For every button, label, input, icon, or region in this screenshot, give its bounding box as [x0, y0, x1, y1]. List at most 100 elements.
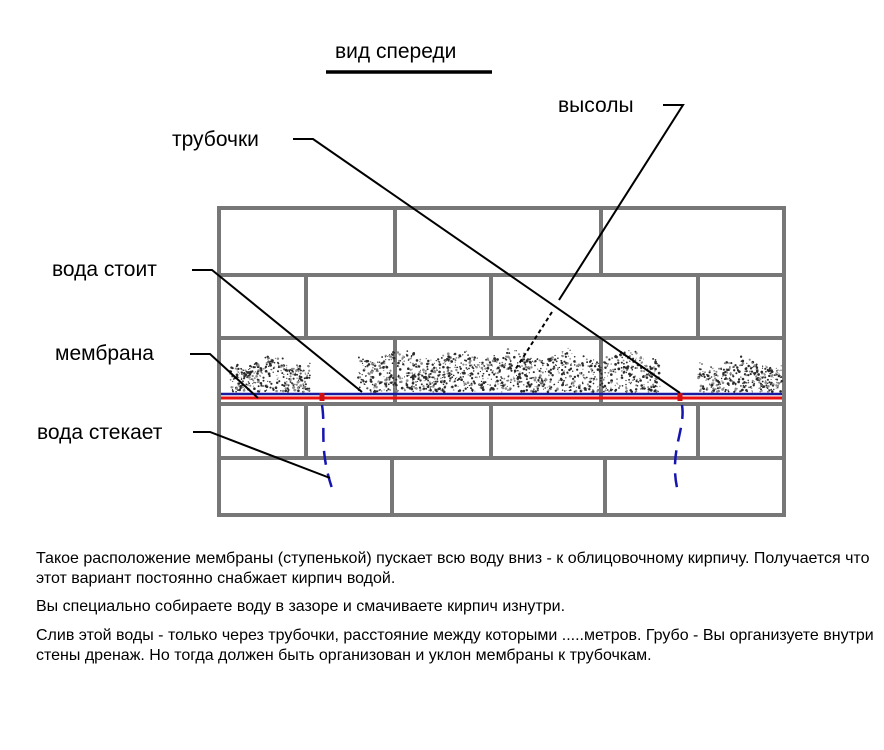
- efflorescence-speck: [230, 386, 233, 389]
- efflorescence-speck: [442, 373, 445, 376]
- efflorescence-speck: [376, 369, 378, 371]
- efflorescence-speck: [384, 356, 386, 358]
- efflorescence-speck: [358, 386, 361, 389]
- efflorescence-speck: [600, 364, 602, 366]
- note-paragraph: Слив этой воды - только через трубочки, …: [36, 627, 874, 664]
- efflorescence-speck: [539, 370, 542, 373]
- efflorescence-speck: [431, 363, 434, 366]
- efflorescence-speck: [523, 361, 526, 364]
- efflorescence-speck: [753, 381, 755, 383]
- efflorescence-speck: [277, 377, 279, 379]
- efflorescence-speck: [659, 385, 661, 388]
- efflorescence-speck: [609, 369, 612, 372]
- efflorescence-speck: [471, 364, 473, 366]
- efflorescence-speck: [543, 383, 546, 386]
- efflorescence-speck: [407, 359, 410, 361]
- efflorescence-speck: [253, 366, 256, 369]
- efflorescence-speck: [578, 385, 580, 388]
- efflorescence-speck: [652, 383, 655, 386]
- efflorescence-speck: [474, 376, 477, 378]
- efflorescence-speck: [291, 373, 293, 375]
- efflorescence-speck: [424, 369, 427, 372]
- efflorescence-speck: [710, 383, 714, 387]
- efflorescence-speck: [369, 370, 373, 374]
- efflorescence-speck: [655, 390, 658, 393]
- efflorescence-speck: [618, 387, 620, 389]
- efflorescence-speck: [278, 380, 281, 383]
- efflorescence-speck: [538, 359, 541, 362]
- efflorescence-speck: [292, 384, 295, 387]
- efflorescence-speck: [775, 378, 777, 380]
- efflorescence-speck: [499, 379, 502, 382]
- efflorescence-speck: [234, 367, 237, 370]
- efflorescence-speck: [296, 364, 298, 366]
- efflorescence-speck: [415, 363, 417, 365]
- efflorescence-speck: [601, 364, 603, 366]
- efflorescence-speck: [299, 381, 301, 383]
- efflorescence-speck: [259, 382, 263, 385]
- efflorescence-speck: [245, 383, 248, 386]
- efflorescence-speck: [521, 365, 523, 367]
- efflorescence-speck: [630, 366, 633, 369]
- efflorescence-speck: [578, 372, 582, 375]
- efflorescence-speck: [450, 360, 454, 363]
- efflorescence-speck: [403, 356, 405, 358]
- efflorescence-speck: [635, 352, 638, 355]
- efflorescence-speck: [530, 364, 532, 366]
- efflorescence-speck: [434, 380, 437, 383]
- efflorescence-speck: [640, 369, 643, 373]
- efflorescence-speck: [768, 389, 770, 391]
- efflorescence-speck: [360, 378, 363, 381]
- efflorescence-speck: [517, 369, 519, 372]
- efflorescence-speck: [516, 382, 519, 386]
- efflorescence-speck: [566, 390, 568, 392]
- efflorescence-speck: [449, 367, 451, 369]
- efflorescence-speck: [732, 383, 734, 385]
- efflorescence-speck: [432, 385, 435, 388]
- efflorescence-speck: [726, 377, 729, 381]
- efflorescence-speck: [720, 367, 722, 369]
- efflorescence-speck: [443, 380, 446, 384]
- efflorescence-speck: [622, 368, 625, 370]
- efflorescence-speck: [758, 387, 761, 389]
- efflorescence-speck: [455, 366, 457, 368]
- efflorescence-speck: [636, 385, 639, 387]
- efflorescence-speck: [560, 372, 564, 376]
- efflorescence-speck: [285, 364, 288, 367]
- efflorescence-speck: [575, 386, 578, 388]
- efflorescence-speck: [414, 375, 417, 378]
- efflorescence-speck: [625, 361, 628, 364]
- efflorescence-speck: [471, 356, 473, 358]
- efflorescence-speck: [494, 372, 497, 374]
- efflorescence-speck: [304, 386, 306, 388]
- efflorescence-speck: [612, 370, 615, 373]
- efflorescence-speck: [399, 377, 401, 379]
- efflorescence-speck: [724, 370, 727, 374]
- efflorescence-speck: [257, 385, 260, 388]
- efflorescence-speck: [751, 381, 754, 384]
- efflorescence-speck: [773, 388, 775, 391]
- efflorescence-speck: [522, 367, 526, 371]
- efflorescence-speck: [749, 367, 753, 370]
- efflorescence-speck: [434, 382, 437, 386]
- efflorescence-speck: [729, 378, 732, 382]
- efflorescence-speck: [537, 389, 539, 392]
- efflorescence-speck: [556, 387, 559, 390]
- efflorescence-speck: [443, 389, 445, 391]
- efflorescence-speck: [724, 374, 727, 377]
- efflorescence-speck: [777, 387, 779, 389]
- efflorescence-speck: [614, 371, 617, 374]
- efflorescence-speck: [302, 390, 305, 393]
- efflorescence-speck: [525, 378, 528, 381]
- efflorescence-speck: [480, 380, 483, 383]
- efflorescence-speck: [747, 379, 749, 382]
- efflorescence-speck: [411, 384, 414, 387]
- efflorescence-speck: [383, 369, 385, 372]
- efflorescence-speck: [629, 360, 631, 362]
- efflorescence-speck: [256, 372, 259, 375]
- efflorescence-speck: [444, 359, 446, 362]
- efflorescence-speck: [284, 381, 286, 384]
- efflorescence-speck: [464, 359, 466, 362]
- efflorescence-speck: [697, 373, 699, 376]
- efflorescence-speck: [454, 361, 456, 363]
